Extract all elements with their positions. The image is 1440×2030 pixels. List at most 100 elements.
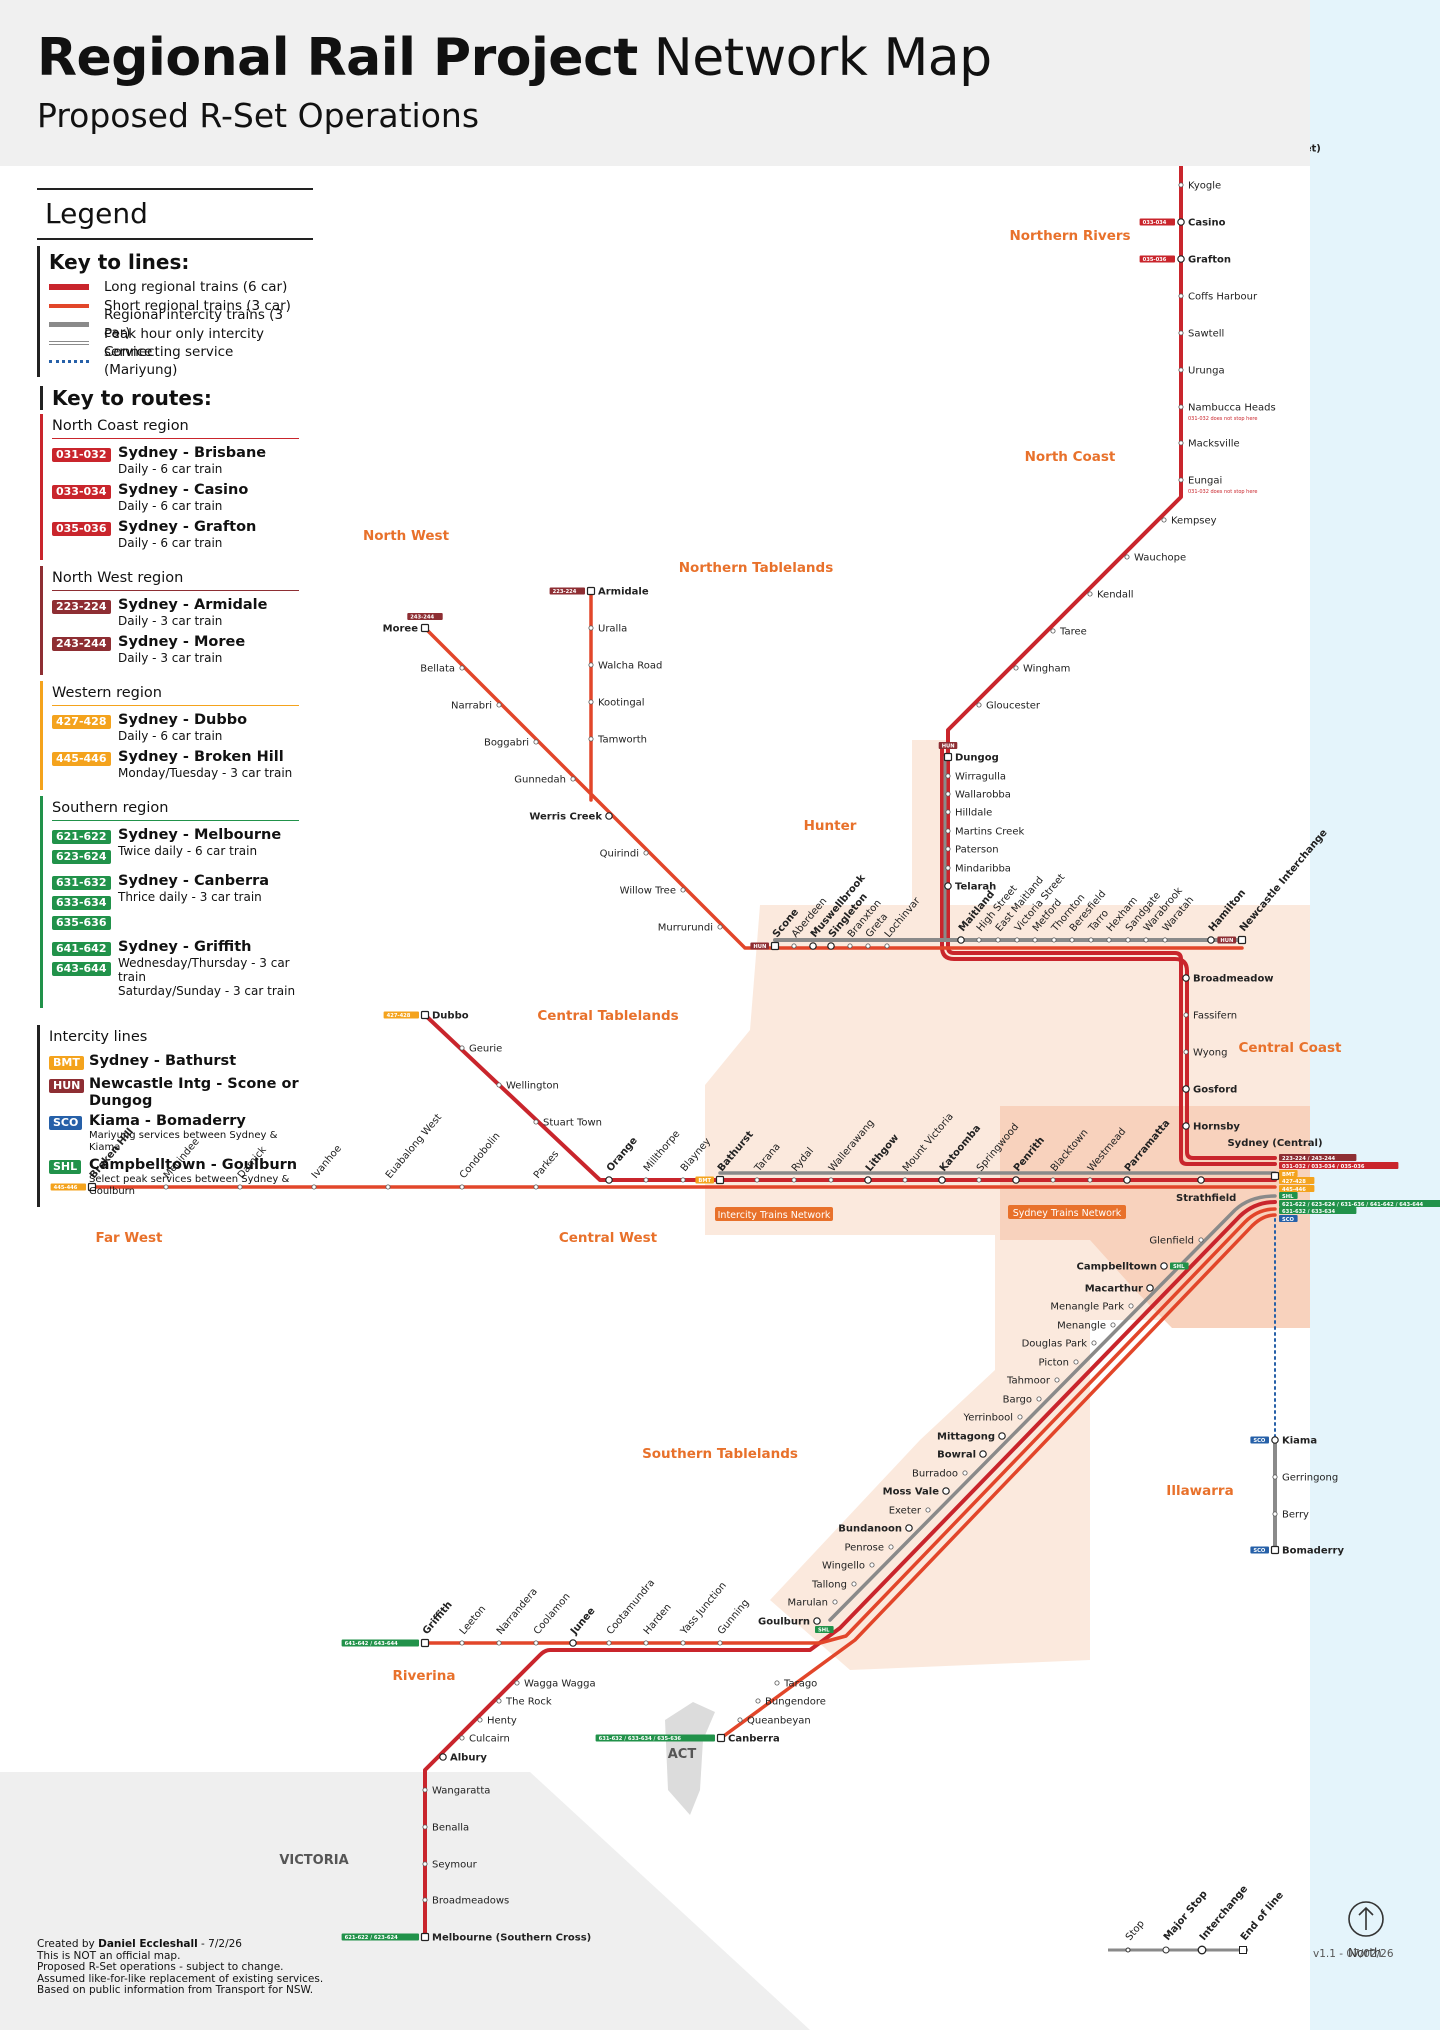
station[interactable]: Wingello	[822, 1561, 875, 1572]
station[interactable]: Bungendore	[755, 1697, 826, 1708]
station[interactable]: Henty	[477, 1716, 517, 1727]
station[interactable]: Queanbeyan	[737, 1716, 811, 1727]
station[interactable]: Exeter	[889, 1506, 931, 1517]
station[interactable]: Penrose	[844, 1543, 894, 1554]
station[interactable]: Uralla	[588, 624, 627, 635]
station[interactable]: Kootingal	[588, 698, 645, 709]
station[interactable]: Culcairn	[459, 1734, 510, 1745]
station[interactable]: Fassifern	[1183, 1011, 1237, 1022]
station[interactable]: Tallong	[811, 1580, 857, 1591]
station[interactable]: Benalla	[422, 1823, 469, 1834]
station[interactable]: Gunning	[716, 1598, 752, 1646]
station[interactable]: Melbourne (Southern Cross)621-622 / 623-…	[341, 1933, 592, 1944]
station[interactable]: Picton	[1039, 1358, 1079, 1369]
station[interactable]: Boggabri	[484, 738, 539, 749]
station[interactable]: Marulan	[788, 1598, 838, 1609]
station[interactable]: Coffs Harbour	[1178, 292, 1258, 303]
station[interactable]: Willow Tree	[620, 886, 686, 897]
station[interactable]: Geurie	[459, 1044, 502, 1055]
station[interactable]: Moss Vale	[883, 1487, 950, 1498]
station[interactable]: Taree	[1050, 627, 1087, 638]
station[interactable]: Yerrinbool	[963, 1413, 1023, 1424]
station[interactable]: Narrandera	[495, 1586, 540, 1646]
station[interactable]: Parkes	[532, 1149, 561, 1190]
station[interactable]: Hornsby	[1182, 1122, 1241, 1133]
station[interactable]: Condobolin	[458, 1131, 503, 1190]
station[interactable]: Douglas Park	[1022, 1339, 1097, 1350]
station[interactable]: Telarah	[944, 882, 996, 893]
station[interactable]: Leeton	[458, 1604, 488, 1646]
station[interactable]: Mittagong	[937, 1432, 1006, 1443]
station[interactable]: Broadmeadow	[1182, 974, 1274, 985]
station[interactable]: Wallarobba	[945, 790, 1011, 801]
station[interactable]: Wirragulla	[945, 772, 1006, 783]
station[interactable]: Sawtell	[1178, 329, 1224, 340]
station[interactable]: Bundanoon	[838, 1524, 913, 1535]
station[interactable]: Tahmoor	[1006, 1376, 1060, 1387]
station[interactable]: Harden	[642, 1602, 674, 1646]
station[interactable]: Bellata	[420, 664, 465, 675]
station[interactable]: Gerringong	[1272, 1473, 1338, 1484]
station[interactable]: Gosford	[1182, 1085, 1238, 1096]
station[interactable]: Wagga Wagga	[514, 1679, 596, 1690]
station[interactable]: Broadmeadows	[422, 1896, 509, 1907]
station[interactable]: Wingham	[1013, 664, 1070, 675]
station[interactable]: Bowral	[937, 1450, 987, 1461]
station[interactable]: Wyong	[1183, 1048, 1228, 1059]
station[interactable]: Menangle	[1057, 1321, 1116, 1332]
station[interactable]: Kendall	[1087, 590, 1134, 601]
station[interactable]: Murrurundi	[658, 923, 723, 934]
station[interactable]: Euabalong West	[384, 1112, 444, 1190]
station[interactable]: Quirindi	[600, 849, 649, 860]
station[interactable]: Stuart Town	[533, 1118, 602, 1129]
station[interactable]: Millthorpe	[642, 1129, 683, 1183]
station[interactable]: Mindaribba	[945, 864, 1011, 875]
station[interactable]: Albury	[439, 1753, 488, 1764]
station[interactable]: Paterson	[945, 845, 999, 856]
station[interactable]: Wauchope	[1124, 553, 1186, 564]
station[interactable]: Junee	[568, 1606, 598, 1647]
station[interactable]: Macarthur	[1085, 1284, 1154, 1295]
station[interactable]: Burradoo	[912, 1469, 968, 1480]
station[interactable]: Kyogle	[1178, 181, 1221, 192]
station[interactable]: Martins Creek	[945, 827, 1025, 838]
station[interactable]: Walcha Road	[588, 661, 662, 672]
station[interactable]: Coolamon	[532, 1591, 573, 1646]
station[interactable]: Narrabri	[451, 701, 502, 712]
station[interactable]: Tamworth	[588, 735, 647, 746]
station[interactable]: Glenfield	[1149, 1236, 1204, 1247]
station[interactable]: Ivanhoe	[310, 1143, 344, 1190]
station[interactable]: Werris Creek	[529, 812, 613, 823]
station[interactable]: Menangle Park	[1050, 1302, 1134, 1313]
station[interactable]: Strathfield	[1176, 1176, 1236, 1204]
station[interactable]: Macksville	[1178, 439, 1240, 450]
station[interactable]: Gloucester	[976, 701, 1041, 712]
station[interactable]: Orange	[605, 1135, 640, 1184]
station[interactable]: Kempsey	[1161, 516, 1217, 527]
station[interactable]: Hilldale	[945, 808, 992, 819]
station[interactable]: Tarago	[774, 1679, 817, 1690]
station[interactable]: Bargo	[1003, 1395, 1042, 1406]
station[interactable]: Wangaratta	[422, 1786, 491, 1797]
station[interactable]: Sydney (Central)	[1227, 1138, 1323, 1181]
station[interactable]: Wellington	[496, 1081, 559, 1092]
station[interactable]: Gunnedah	[514, 775, 576, 786]
station[interactable]: Berry	[1272, 1510, 1309, 1521]
station[interactable]: Urunga	[1178, 366, 1225, 377]
station[interactable]: Seymour	[422, 1860, 478, 1871]
station[interactable]: The Rock	[496, 1697, 552, 1708]
